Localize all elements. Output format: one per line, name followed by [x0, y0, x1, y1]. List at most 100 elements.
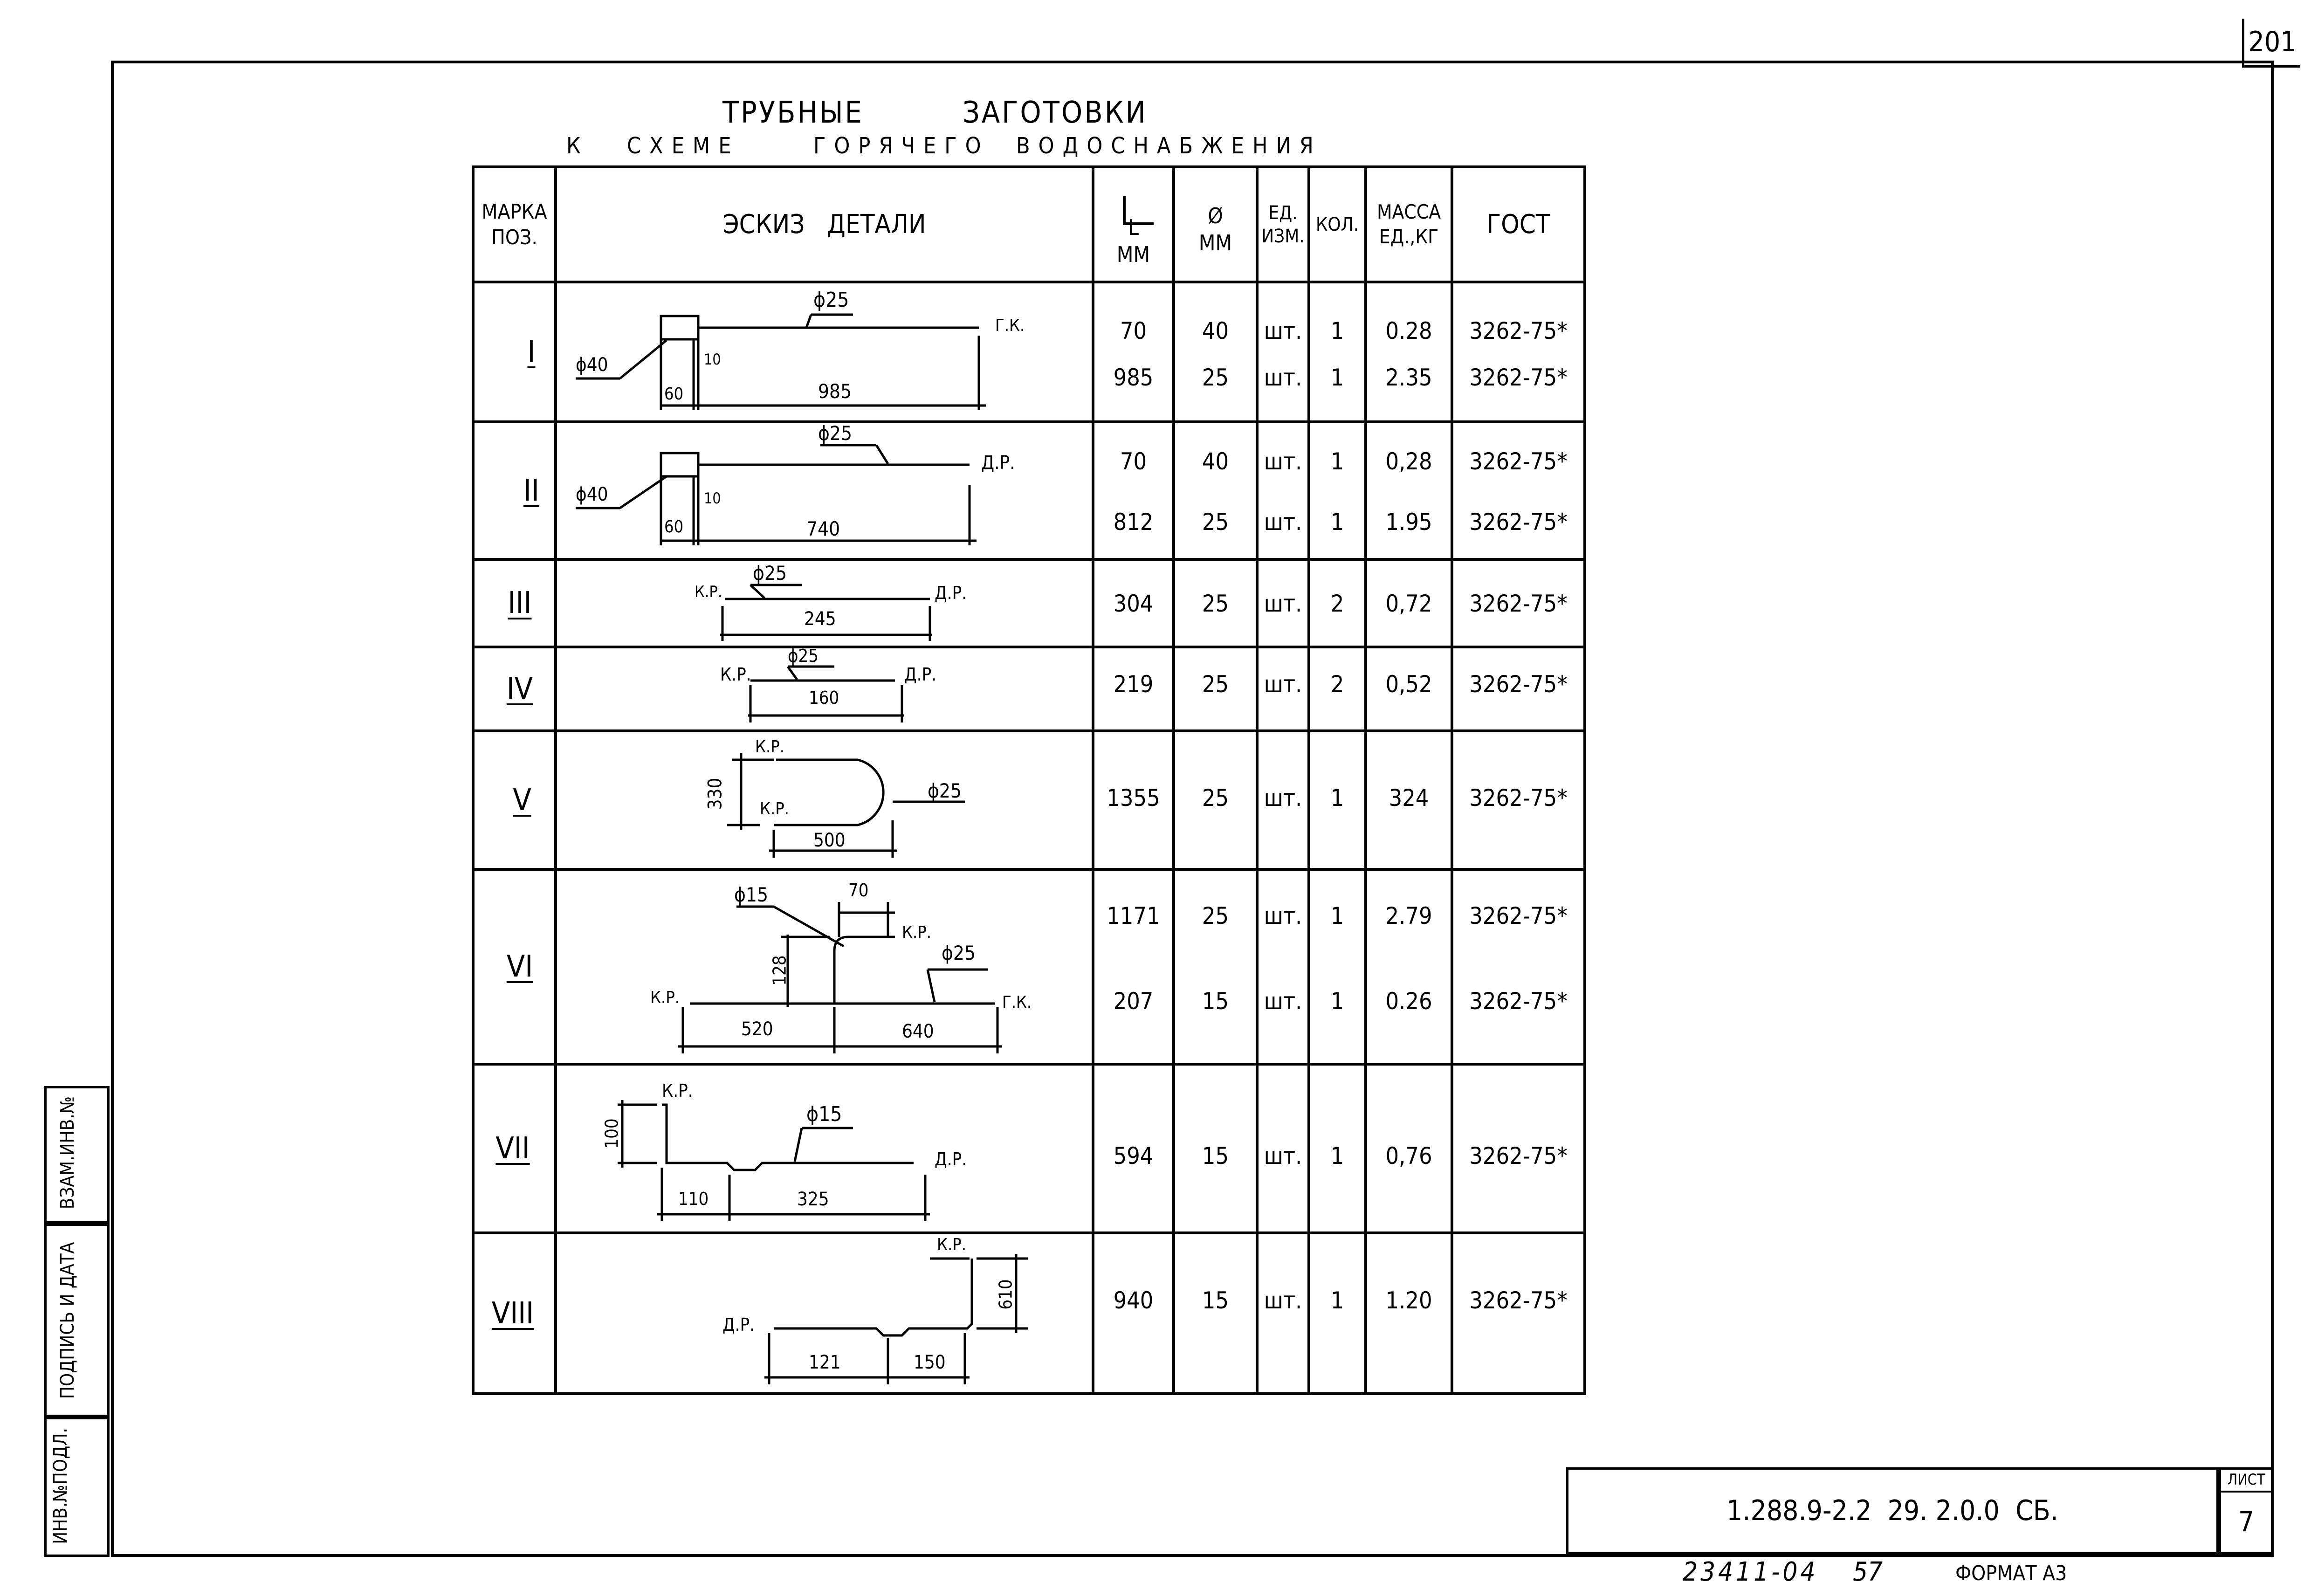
sketch-row-4 — [748, 665, 904, 722]
title-word-2: ЗАГОТОВКИ — [963, 96, 1148, 130]
row6-line2-gost: 3262-75* — [1469, 987, 1568, 1015]
row7-length: 594 — [1113, 1142, 1154, 1169]
row6-branch-end: К.Р. — [902, 923, 932, 942]
row3-gost: 3262-75* — [1469, 590, 1568, 617]
row6-dia-main: ϕ25 — [942, 942, 976, 964]
row2-dim-2: 10 — [704, 489, 721, 507]
sketch-row-6 — [678, 902, 1002, 1053]
sketch-row-7 — [618, 1100, 930, 1221]
row6-left-label: К.Р. — [650, 988, 680, 1007]
row2-end-label: Д.Р. — [981, 452, 1015, 474]
row-mark-3: III — [508, 586, 532, 620]
row5-mass: 324 — [1389, 784, 1429, 812]
row-mark-6: VI — [506, 949, 533, 984]
row3-length: 304 — [1113, 590, 1154, 617]
subtitle-word-4: ВОДОСНАБЖЕНИЯ — [1016, 133, 1322, 159]
row-mark-1: I — [527, 335, 536, 369]
row3-dia: ϕ25 — [753, 562, 787, 585]
subtitle-word-3: ГОРЯЧЕГО — [813, 133, 990, 159]
row4-dim: 160 — [809, 688, 839, 708]
row1-line1-unit: шт. — [1264, 317, 1302, 344]
row6-line2-unit: шт. — [1264, 987, 1302, 1015]
row6-line1-unit: шт. — [1264, 902, 1302, 929]
row1-end-label: Г.К. — [995, 316, 1025, 335]
row7-qty: 1 — [1330, 1142, 1344, 1169]
row-mark-4: IV — [506, 672, 533, 706]
row6-right-label: Г.К. — [1002, 993, 1032, 1012]
row6-line2-length: 207 — [1113, 987, 1154, 1015]
row8-height: 610 — [995, 1279, 1016, 1310]
row8-qty: 1 — [1330, 1286, 1344, 1314]
row2-line1-diameter: 40 — [1202, 447, 1229, 475]
row1-dia-end: ϕ40 — [576, 354, 608, 376]
stamp-sign-date-label: ПОДПИСЬ И ДАТА — [57, 1242, 78, 1399]
row-mark-5: V — [513, 783, 531, 818]
row1-line1-mass: 0.28 — [1385, 317, 1432, 344]
row4-unit: шт. — [1264, 670, 1302, 698]
sheet-divider — [2219, 1491, 2274, 1493]
row2-dim-1: 60 — [664, 517, 684, 537]
row6-dia-branch: ϕ15 — [734, 883, 768, 906]
row2-line1-mass: 0,28 — [1385, 447, 1432, 475]
row1-line1-gost: 3262-75* — [1469, 317, 1568, 344]
row1-line2-length: 985 — [1113, 364, 1154, 391]
row2-line1-length: 70 — [1120, 447, 1147, 475]
row4-diameter: 25 — [1202, 670, 1229, 698]
row2-dia-main: ϕ25 — [818, 422, 852, 445]
row4-right-label: Д.Р. — [904, 664, 937, 685]
row1-dia-main: ϕ25 — [813, 288, 849, 312]
subtitle-word-2: СХЕМЕ — [627, 133, 740, 159]
row5-unit: шт. — [1264, 784, 1302, 812]
row7-diameter: 15 — [1202, 1142, 1229, 1169]
subtitle-word-1: К — [566, 133, 581, 159]
row6-line1-diameter: 25 — [1202, 902, 1229, 929]
sheet-box — [2219, 1467, 2274, 1554]
stamp-inv-podl — [44, 1417, 110, 1557]
sketch-row-5 — [727, 753, 965, 858]
row5-width: 500 — [813, 830, 846, 851]
row7-height: 100 — [601, 1118, 622, 1149]
title-block — [1566, 1467, 2219, 1554]
row4-left-label: К.Р. — [720, 664, 751, 685]
stamp-inv-podl-label: ИНВ.№ПОДЛ. — [50, 1428, 71, 1544]
row3-diameter: 25 — [1202, 590, 1229, 617]
row2-line1-qty: 1 — [1330, 447, 1344, 475]
row7-mass: 0,76 — [1385, 1142, 1432, 1169]
row-mark-2: II — [523, 473, 539, 508]
row4-length: 219 — [1113, 670, 1154, 698]
row7-top-label: К.Р. — [662, 1080, 693, 1101]
header-unit: ЕД. ИЗМ. — [1261, 202, 1305, 247]
stamp-inv-vzam — [44, 1086, 110, 1224]
row6-height: 128 — [769, 955, 790, 986]
title-word-1: ТРУБНЫЕ — [722, 96, 864, 130]
row-mark-8: VIII — [491, 1296, 534, 1331]
row2-line2-gost: 3262-75* — [1469, 508, 1568, 536]
row2-line2-unit: шт. — [1264, 508, 1302, 536]
row6-line2-diameter: 15 — [1202, 987, 1229, 1015]
row8-dim-1: 121 — [809, 1352, 841, 1373]
row1-line1-length: 70 — [1120, 317, 1147, 344]
row6-line1-qty: 1 — [1330, 902, 1344, 929]
row2-line1-gost: 3262-75* — [1469, 447, 1568, 475]
row6-line1-mass: 2.79 — [1385, 902, 1432, 929]
header-mass: МАССА ЕД.,КГ — [1376, 200, 1441, 248]
row1-line2-mass: 2.35 — [1385, 364, 1432, 391]
row3-dim: 245 — [804, 608, 836, 630]
row7-dia: ϕ15 — [806, 1102, 842, 1126]
row1-line2-diameter: 25 — [1202, 364, 1229, 391]
row8-mass: 1.20 — [1385, 1286, 1432, 1314]
row7-end-label: Д.Р. — [935, 1149, 967, 1169]
footer-format: ФОРМАТ А3 — [1955, 1562, 2067, 1585]
row6-dim-right: 640 — [902, 1021, 934, 1042]
row7-dim-1: 110 — [678, 1189, 709, 1209]
sketch-row-3 — [720, 584, 932, 641]
header-length: L ММ — [1116, 215, 1150, 267]
row1-line2-qty: 1 — [1330, 364, 1344, 391]
row2-line2-mass: 1.95 — [1385, 508, 1432, 536]
row1-line2-gost: 3262-75* — [1469, 364, 1568, 391]
row6-line2-qty: 1 — [1330, 987, 1344, 1015]
sketch-row-8 — [764, 1254, 1028, 1384]
row4-mass: 0,52 — [1385, 670, 1432, 698]
